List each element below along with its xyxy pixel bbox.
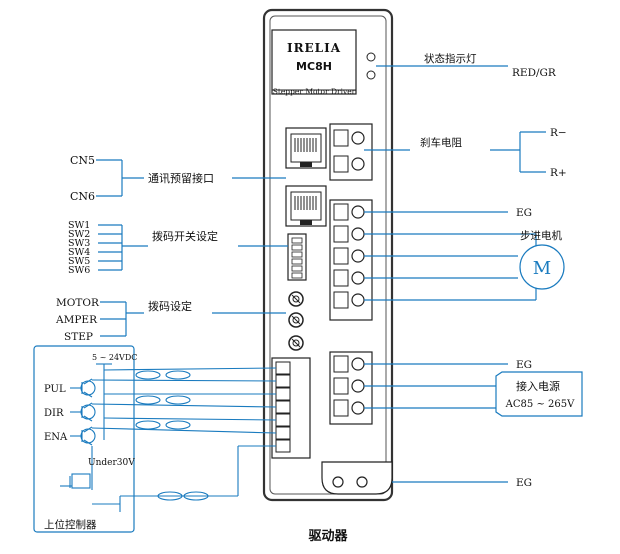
ground-mount bbox=[321, 461, 393, 495]
label-host-controller: 上位控制器 bbox=[44, 518, 97, 531]
status-leds bbox=[366, 52, 376, 80]
brake-terminals bbox=[329, 123, 373, 181]
label-panel: IRELIA MC8H Stepper Motor Driver bbox=[271, 29, 357, 96]
dial-amper-icon bbox=[288, 312, 304, 328]
label-ac-range: AC85 ~ 265V bbox=[505, 399, 575, 410]
label-cn5: CN5 bbox=[70, 154, 95, 167]
product-subtitle: Stepper Motor Driver bbox=[273, 87, 356, 96]
label-sw5: SW5 bbox=[68, 256, 90, 267]
motor-symbol-letter: M bbox=[533, 258, 551, 279]
label-r-minus: R− bbox=[550, 127, 567, 139]
label-amper: AMPER bbox=[55, 314, 98, 326]
dial-motor-icon bbox=[288, 291, 304, 307]
label-sw1: SW1 bbox=[68, 220, 90, 231]
label-dip-switch: 拨码开关设定 bbox=[152, 229, 218, 243]
label-red-gr: RED/GR bbox=[512, 67, 557, 79]
label-comm-port: 通讯预留接口 bbox=[148, 172, 214, 185]
host-controller-box bbox=[33, 345, 135, 533]
controller-circuit bbox=[60, 363, 121, 512]
label-eg-bottom: EG bbox=[516, 477, 532, 489]
label-dir: DIR bbox=[44, 408, 64, 419]
rotary-dials bbox=[288, 291, 304, 351]
label-voltage-range: 5 ~ 24VDC bbox=[92, 353, 137, 362]
label-brake-resistor: 刹车电阻 bbox=[420, 136, 462, 149]
label-ena: ENA bbox=[44, 432, 68, 443]
label-motor: MOTOR bbox=[56, 297, 100, 309]
dial-step-icon bbox=[288, 335, 304, 351]
stepper-motor-symbol: M bbox=[519, 244, 565, 290]
label-r-plus: R+ bbox=[550, 167, 567, 179]
label-under30v: Under30V bbox=[88, 458, 135, 468]
label-eg-mid: EG bbox=[516, 359, 532, 371]
model-name: MC8H bbox=[296, 60, 332, 73]
label-stepper-motor: 步进电机 bbox=[520, 229, 562, 242]
led-green-icon bbox=[366, 70, 376, 80]
signal-wires bbox=[91, 367, 277, 501]
label-sw2: SW2 bbox=[68, 229, 90, 240]
label-power-in: 接入电源 bbox=[516, 379, 560, 393]
label-eg-top: EG bbox=[516, 207, 532, 219]
label-dial-setting: 拨码设定 bbox=[148, 299, 192, 313]
led-red-icon bbox=[366, 52, 376, 62]
leader-lines bbox=[96, 65, 546, 483]
rj45-port-cn6 bbox=[285, 185, 327, 227]
label-pul: PUL bbox=[44, 384, 66, 395]
label-status-light: 状态指示灯 bbox=[424, 52, 477, 65]
rj45-port-cn5 bbox=[285, 127, 327, 169]
label-sw4: SW4 bbox=[68, 247, 90, 258]
power-input-box bbox=[495, 371, 583, 417]
brand-logo: IRELIA bbox=[287, 41, 341, 55]
label-sw6: SW6 bbox=[68, 265, 90, 276]
label-step: STEP bbox=[64, 331, 93, 343]
label-sw3: SW3 bbox=[68, 238, 90, 249]
caption-driver: 驱动器 bbox=[308, 529, 348, 544]
label-cn6: CN6 bbox=[70, 190, 95, 203]
motor-terminals bbox=[329, 199, 373, 321]
dip-switch bbox=[287, 233, 307, 281]
control-terminal-block bbox=[271, 357, 311, 459]
power-terminals bbox=[329, 351, 373, 425]
